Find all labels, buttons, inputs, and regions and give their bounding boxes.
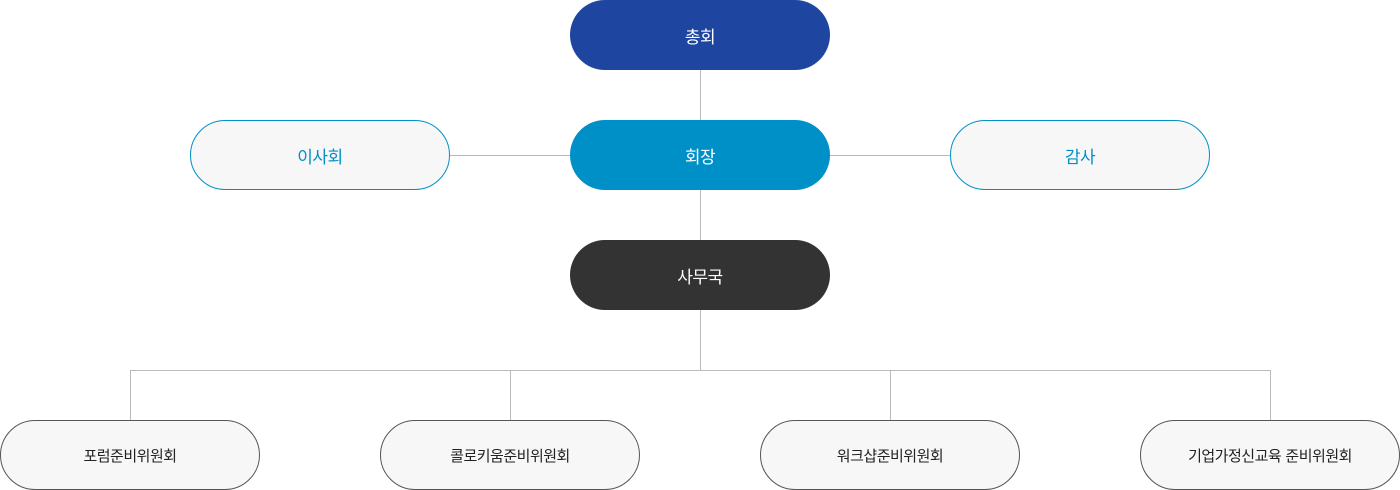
audit-label: 감사 — [1064, 147, 1096, 168]
general-assembly-label: 총회 — [684, 27, 716, 48]
committee-colloquium-label: 콜로키움준비위원회 — [450, 446, 570, 465]
office-node: 사무국 — [570, 240, 830, 310]
committee-forum-node: 포럼준비위원회 — [0, 420, 260, 490]
audit-node: 감사 — [950, 120, 1210, 190]
general-assembly-node: 총회 — [570, 0, 830, 70]
committee-forum-label: 포럼준비위원회 — [83, 446, 177, 465]
board-label: 이사회 — [297, 147, 343, 168]
board-node: 이사회 — [190, 120, 450, 190]
committee-colloquium-node: 콜로키움준비위원회 — [380, 420, 640, 490]
president-label: 회장 — [684, 147, 716, 168]
committee-entrepreneurship-node: 기업가정신교육 준비위원회 — [1140, 420, 1400, 490]
committee-workshop-node: 워크샵준비위원회 — [760, 420, 1020, 490]
president-node: 회장 — [570, 120, 830, 190]
committee-workshop-label: 워크샵준비위원회 — [836, 446, 944, 465]
committee-entrepreneurship-label: 기업가정신교육 준비위원회 — [1188, 446, 1352, 465]
office-label: 사무국 — [677, 267, 723, 288]
